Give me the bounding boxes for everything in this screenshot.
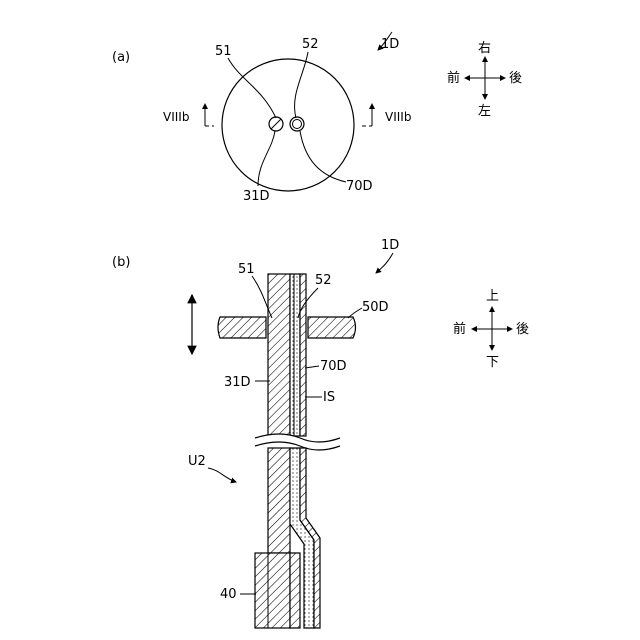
ring-50d-right (308, 317, 356, 338)
section-mark-left: VIIIb (163, 110, 189, 124)
ref-40-b: 40 (220, 587, 237, 602)
panel-a: (a) 1D 51 52 31D 70D VIIIb VIIIb 右 左 前 (112, 32, 522, 204)
ref-u2-b-arrow (208, 468, 236, 482)
compass-a: 右 左 前 後 (447, 41, 522, 119)
ref-52-a: 52 (302, 37, 319, 52)
ref-51-a: 51 (215, 44, 232, 59)
compass-b-left: 前 (453, 321, 466, 337)
ref-31d-a: 31D (243, 189, 270, 204)
ref-52-a-leader (295, 52, 308, 118)
conductor-52-inner (293, 120, 302, 129)
panel-b-label: (b) (112, 255, 130, 270)
ref-is-b: IS (323, 390, 335, 405)
compass-b-down: 下 (486, 355, 499, 370)
ref-1d-b-arrow (376, 253, 393, 273)
shaft-lower (255, 448, 320, 628)
conductor-51-hatch (271, 119, 281, 129)
compass-b-right: 後 (516, 322, 529, 337)
ref-1d-a: 1D (381, 37, 399, 52)
compass-b: 上 下 前 後 (453, 289, 529, 370)
section-mark-right: VIIIb (385, 110, 411, 124)
terminal-40 (255, 553, 290, 628)
ring-50d-left (218, 317, 266, 338)
ref-1d-b: 1D (381, 238, 399, 253)
terminal-40-inner (290, 553, 300, 628)
ref-70d-a: 70D (346, 179, 373, 194)
panel-a-label: (a) (112, 50, 130, 65)
ref-51-b: 51 (238, 262, 255, 277)
compass-a-up: 右 (478, 41, 491, 56)
compass-a-left: 前 (447, 70, 460, 86)
panel-b: (b) 1D 51 52 (112, 238, 529, 628)
ref-u2-b: U2 (188, 454, 206, 469)
ref-31d-b: 31D (224, 375, 251, 390)
ref-50d-b: 50D (362, 300, 389, 315)
ref-51-a-leader (228, 58, 276, 118)
compass-a-down: 左 (478, 104, 491, 119)
shaft-upper (268, 274, 306, 436)
compass-b-up: 上 (486, 289, 499, 304)
ref-70d-b: 70D (320, 359, 347, 374)
conductor-31d-lower (268, 448, 290, 553)
ref-50d-b-leader (348, 308, 362, 318)
ref-70d-a-leader (300, 131, 346, 182)
cross-section-circle (222, 59, 354, 191)
sheath-upper (300, 274, 306, 436)
ref-70d-b-leader (305, 366, 319, 368)
conductor-31d-upper (268, 274, 290, 436)
ref-52-b: 52 (315, 273, 332, 288)
insulator-is-upper (290, 274, 300, 436)
ref-31d-a-leader (258, 131, 275, 186)
compass-a-right: 後 (509, 71, 522, 86)
